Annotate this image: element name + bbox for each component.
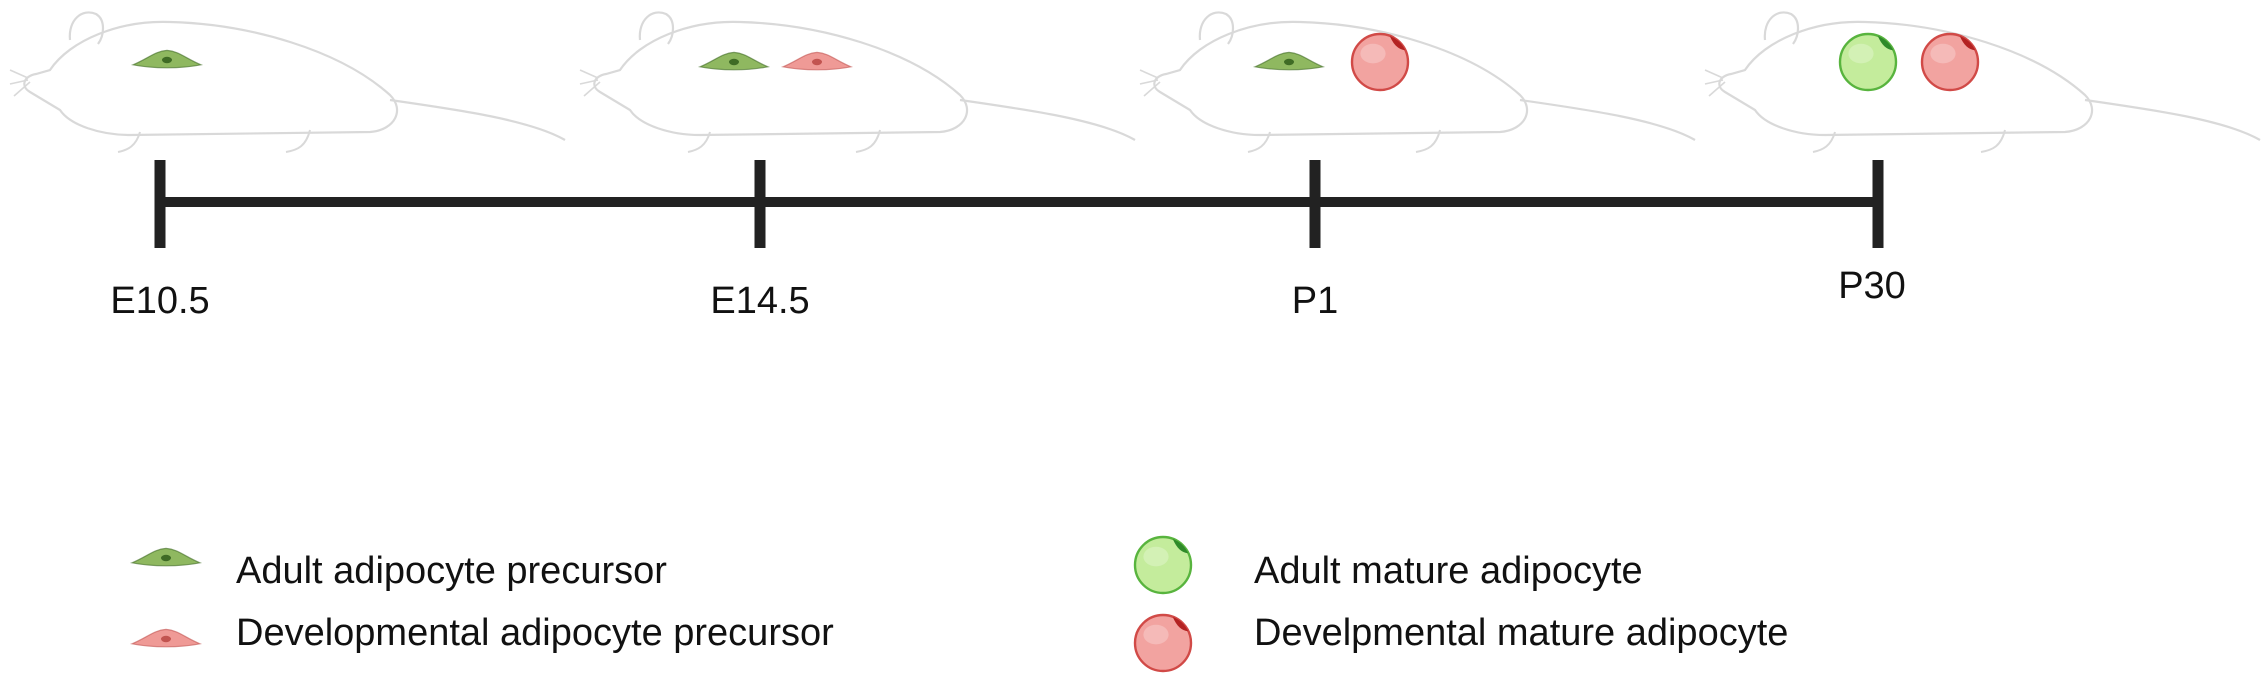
- developmental-precursor-cell-icon: [129, 628, 203, 648]
- adult-precursor-legend-icon: [129, 547, 203, 567]
- stage-cells: [130, 32, 1980, 92]
- tick-label-e10-5: E10.5: [110, 280, 209, 322]
- legend: Adult adipocyte precursor Developmental …: [129, 535, 1788, 673]
- tick-label-e14-5: E14.5: [710, 280, 809, 322]
- timeline-ticks: [154, 160, 1884, 248]
- developmental-mature-legend-icon: [1133, 613, 1193, 673]
- developmental-mature-cell-icon: [1350, 32, 1410, 92]
- adult-precursor-cell-icon: [1252, 51, 1326, 71]
- legend-label-adult-mature: Adult mature adipocyte: [1254, 550, 1643, 592]
- adult-mature-cell-icon: [1838, 32, 1898, 92]
- developmental-precursor-legend-icon: [129, 628, 203, 648]
- adult-mature-cell-icon: [1133, 535, 1193, 595]
- developmental-precursor-cell-icon: [780, 51, 854, 71]
- legend-label-adult-precursor: Adult adipocyte precursor: [236, 550, 667, 592]
- adult-mature-legend-icon: [1133, 535, 1193, 595]
- developmental-mature-cell-icon: [1133, 613, 1193, 673]
- tick-label-p30: P30: [1838, 265, 1906, 307]
- mouse-icon-e14-5: [578, 11, 1137, 154]
- mouse-icon-e10-5: [8, 11, 567, 154]
- adult-precursor-cell-icon: [129, 547, 203, 567]
- tick-label-p1: P1: [1292, 280, 1338, 322]
- adult-precursor-cell-icon: [130, 49, 204, 69]
- mouse-icon-p1: [1138, 11, 1697, 154]
- legend-label-developmental-mature: Develpmental mature adipocyte: [1254, 612, 1788, 654]
- mouse-icon-p30: [1703, 11, 2262, 154]
- legend-label-developmental-precursor: Developmental adipocyte precursor: [236, 612, 834, 654]
- adult-precursor-cell-icon: [697, 51, 771, 71]
- developmental-mature-cell-icon: [1920, 32, 1980, 92]
